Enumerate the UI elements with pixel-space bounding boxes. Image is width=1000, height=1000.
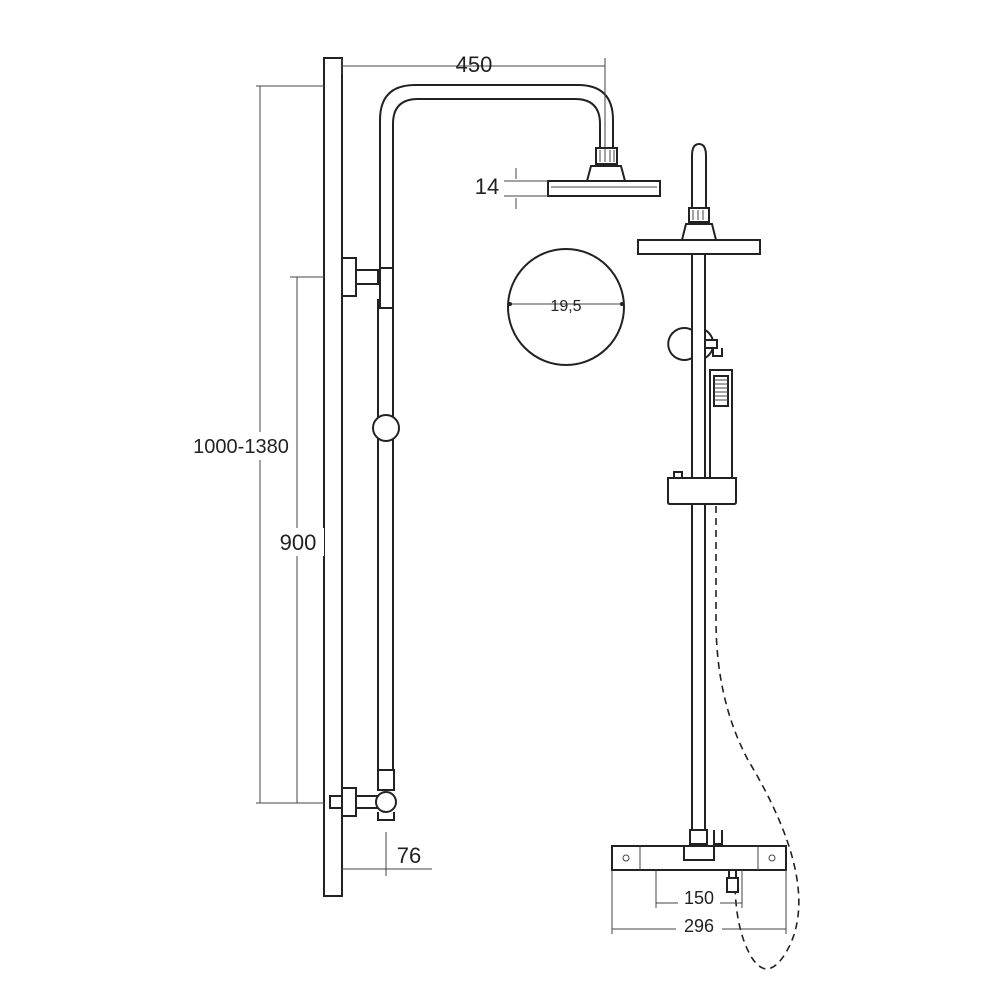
- dim-arm-length: 450: [341, 52, 606, 150]
- front-hose: [715, 506, 800, 970]
- front-mixer-outlet: [728, 869, 737, 879]
- front-gooseneck: [691, 142, 707, 210]
- side-upper-bracket: [341, 257, 357, 297]
- front-top-nut: [688, 207, 710, 223]
- dim-mixer-width-label: 296: [684, 916, 714, 936]
- dim-wall-offset: 76: [342, 832, 432, 876]
- front-slider-holder: [667, 477, 737, 505]
- front-lower-nut: [689, 829, 708, 845]
- side-lower-bracket: [341, 787, 357, 817]
- side-head-nut: [595, 147, 618, 165]
- side-view: [323, 57, 661, 897]
- side-riser-pipe: [377, 299, 394, 777]
- front-shower-head: [637, 239, 761, 255]
- dim-inlet-spacing-label: 150: [684, 888, 714, 908]
- dim-head-diameter-label: 19,5: [550, 298, 581, 315]
- front-riser-pipe: [691, 253, 706, 835]
- dim-wall-offset-label: 76: [397, 843, 421, 868]
- side-slider-knob: [372, 414, 400, 442]
- dim-height-range-label: 1000-1380: [193, 436, 289, 458]
- wall-plate: [323, 57, 343, 897]
- side-arm-curve-inner: [392, 98, 601, 270]
- head-diameter-circle: 19,5: [507, 248, 625, 366]
- dim-bar-length: 900: [272, 276, 324, 803]
- dim-head-thickness: 14: [475, 168, 548, 209]
- dim-arm-length-label: 450: [456, 52, 493, 77]
- side-arm-curve: [379, 84, 614, 270]
- dim-head-thickness-label: 14: [475, 174, 499, 199]
- side-shower-head: [547, 180, 661, 197]
- dim-inlet-spacing: 150: [655, 870, 743, 908]
- side-head-swivel: [585, 165, 627, 182]
- side-upper-tube: [379, 267, 394, 309]
- dim-height-range: 1000-1380: [186, 85, 324, 804]
- side-valve-body: [375, 791, 397, 813]
- dim-bar-length-label: 900: [280, 530, 317, 555]
- front-head-swivel: [680, 223, 718, 241]
- front-wall-bracket: [667, 327, 693, 361]
- side-lower-nut: [377, 769, 395, 791]
- dim-mixer-width: 296: [611, 870, 787, 936]
- front-view: [611, 142, 800, 970]
